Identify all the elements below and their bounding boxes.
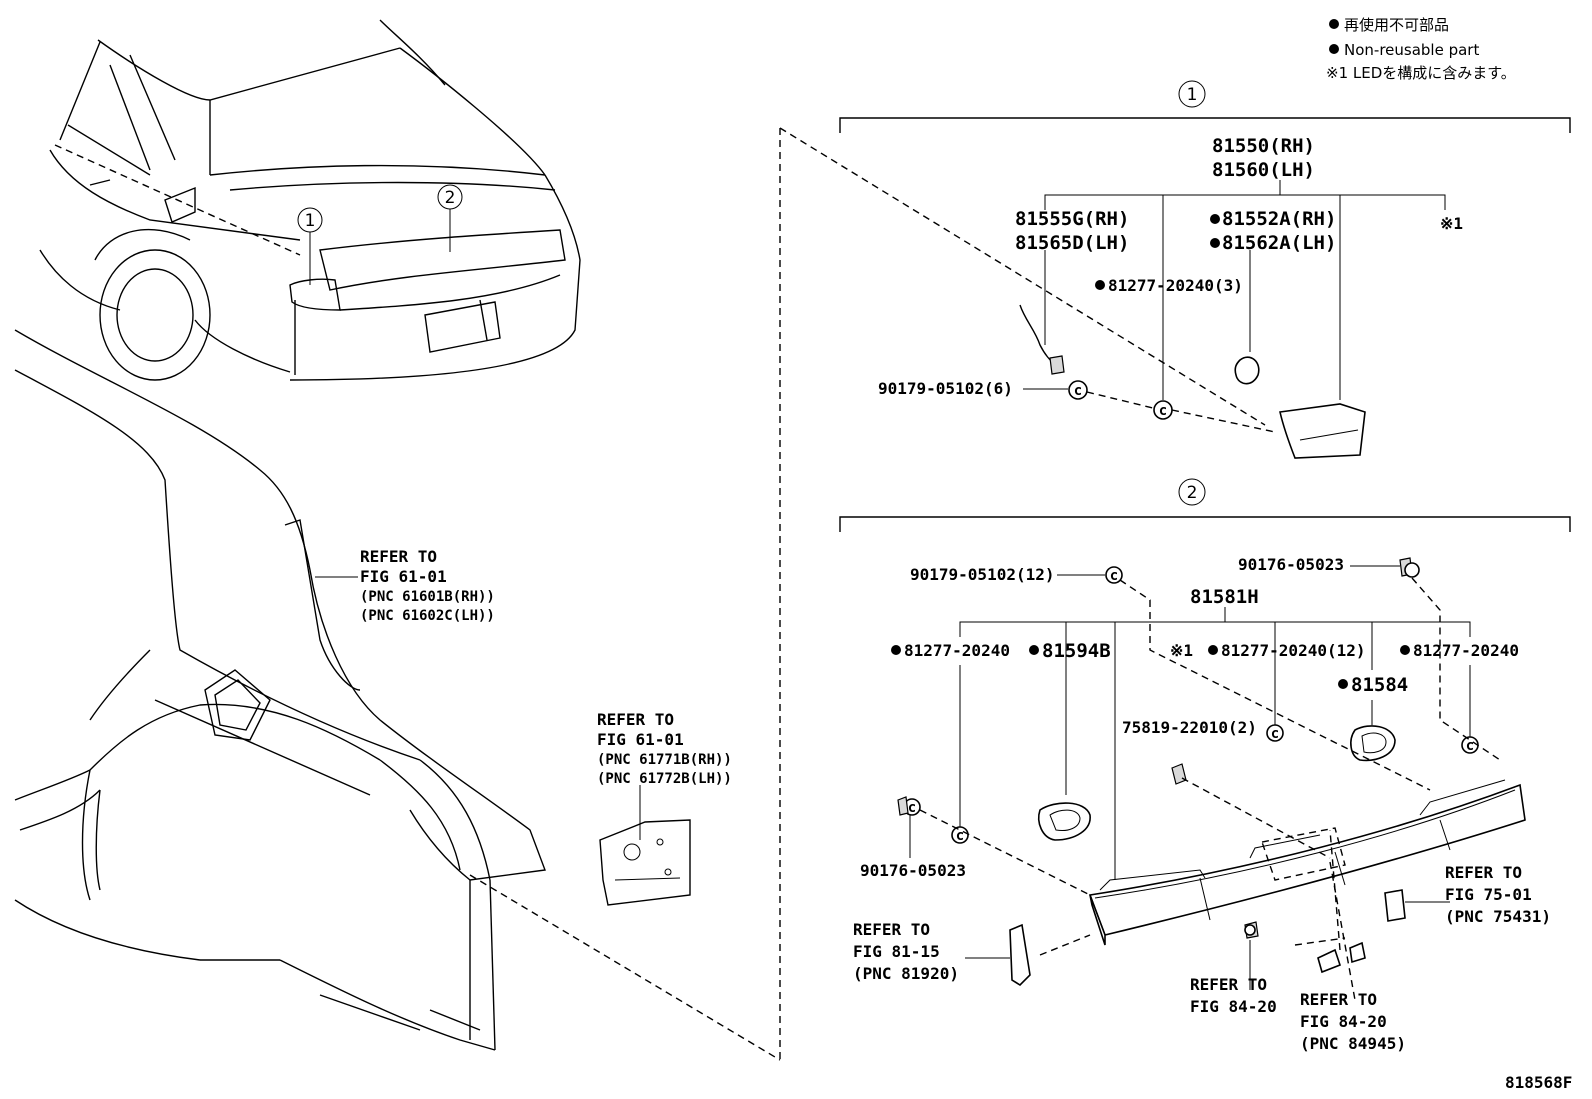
label-81277-3: 81277-20240(3) [1108, 276, 1243, 295]
refer-to-84-20b: REFER TO [1300, 990, 1377, 1009]
quarter-panel-illustration [14, 329, 781, 1061]
legend-non-reusable-jp: 再使用不可部品 [1344, 16, 1449, 34]
pnc-75431: (PNC 75431) [1445, 907, 1551, 926]
pnc-61771b: (PNC 61771B(RH)) [597, 752, 732, 768]
label-81594b: 81594B [1042, 640, 1111, 662]
pnc-61601b: (PNC 61601B(RH)) [360, 589, 495, 605]
label-81560: 81560(LH) [1212, 159, 1315, 181]
fig-81-15: FIG 81-15 [853, 942, 940, 961]
pnc-61602c: (PNC 61602C(LH)) [360, 608, 495, 624]
pnc-61772b: (PNC 61772B(LH)) [597, 771, 732, 787]
label-81277-12: 81277-20240(12) [1221, 641, 1366, 660]
fig-75-01: FIG 75-01 [1445, 885, 1532, 904]
refer-to-75-01: REFER TO [1445, 863, 1522, 882]
refer-to-84-20a: REFER TO [1190, 975, 1267, 994]
svg-text:c: c [1466, 738, 1474, 754]
legend-non-reusable-en: Non-reusable part [1344, 41, 1479, 59]
label-mark1-g1: ※1 [1440, 214, 1463, 233]
callout-2-group: 2 [1187, 483, 1198, 503]
label-81584: 81584 [1351, 674, 1408, 696]
label-81581h: 81581H [1190, 586, 1259, 608]
label-81550: 81550(RH) [1212, 135, 1315, 157]
fig-61-01b: FIG 61-01 [597, 730, 684, 749]
fig-84-20b: FIG 84-20 [1300, 1012, 1387, 1031]
refer-to-61-01b: REFER TO [597, 710, 674, 729]
label-81555g: 81555G(RH) [1015, 208, 1129, 230]
label-81565d: 81565D(LH) [1015, 232, 1129, 254]
label-90179-6: 90179-05102(6) [878, 379, 1013, 398]
svg-text:c: c [1271, 726, 1279, 742]
refer-to-81-15: REFER TO [853, 920, 930, 939]
bracket-part [599, 785, 691, 906]
pnc-81920: (PNC 81920) [853, 964, 959, 983]
callout-1-car: 1 [305, 211, 316, 231]
svg-text:c: c [1074, 383, 1082, 399]
rear-garnish-assy [1088, 779, 1526, 946]
label-81277-right: 81277-20240 [1413, 641, 1519, 660]
svg-text:c: c [908, 800, 916, 816]
callout-2-car: 2 [445, 188, 456, 208]
svg-text:c: c [1159, 403, 1167, 419]
car-rear-illustration [39, 19, 581, 381]
label-81562a: 81562A(LH) [1222, 232, 1336, 254]
fig-61-01a: FIG 61-01 [360, 567, 447, 586]
diagram-id: 818568F [1505, 1073, 1572, 1092]
label-90176-bottom: 90176-05023 [860, 861, 966, 880]
label-81277-left: 81277-20240 [904, 641, 1010, 660]
refer-to-61-01a: REFER TO [360, 547, 437, 566]
pnc-84945: (PNC 84945) [1300, 1034, 1406, 1053]
label-90176-top: 90176-05023 [1238, 555, 1344, 574]
svg-text:c: c [1110, 568, 1118, 584]
label-75819: 75819-22010(2) [1122, 718, 1257, 737]
label-mark1-g2: ※1 [1170, 641, 1193, 660]
label-81552a: 81552A(RH) [1222, 208, 1336, 230]
legend-note-1: ※1 LEDを構成に含みます。 [1326, 64, 1516, 82]
label-90179-12: 90179-05102(12) [910, 565, 1055, 584]
svg-text:c: c [956, 828, 964, 844]
callout-1-group: 1 [1187, 85, 1198, 105]
fig-84-20a: FIG 84-20 [1190, 997, 1277, 1016]
